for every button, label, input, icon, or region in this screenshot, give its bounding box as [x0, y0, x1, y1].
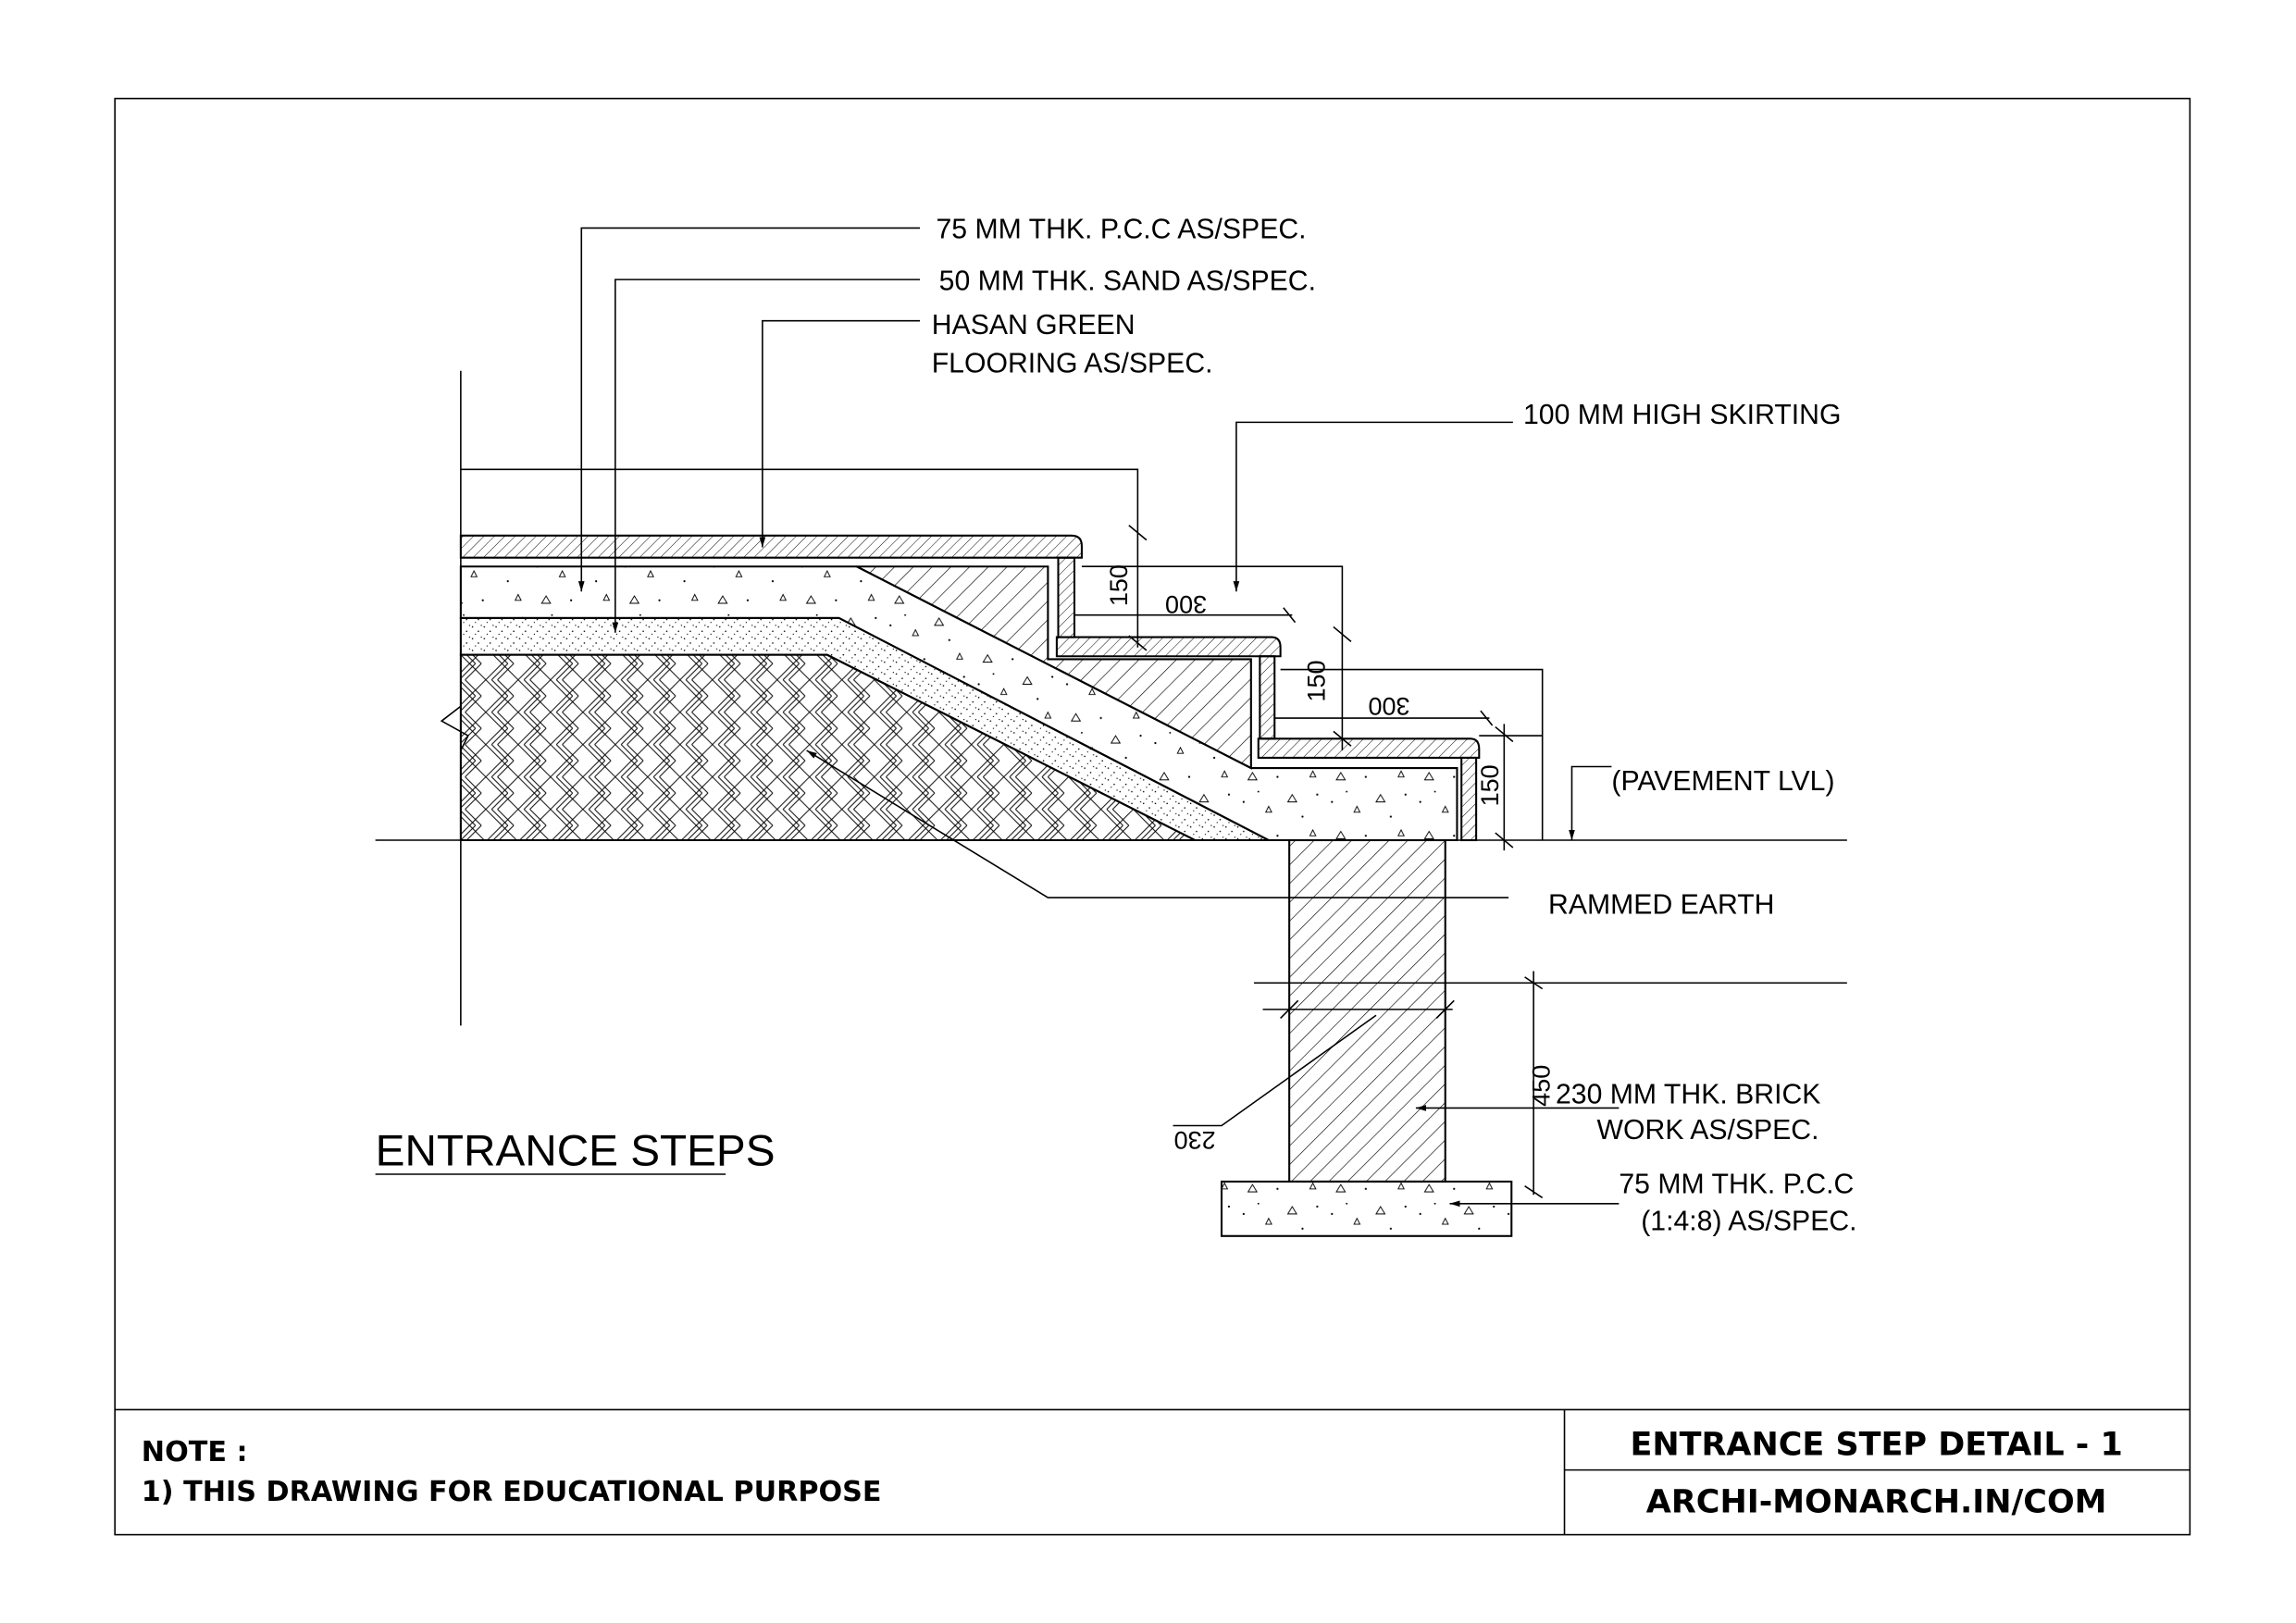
skirting-riser-3: [1460, 756, 1478, 842]
flooring-tread-2: [1257, 737, 1481, 759]
skirting-riser-1: [1057, 556, 1076, 638]
dim-riser-1: 150: [1105, 564, 1133, 606]
dim-wall-thickness: 230: [1174, 1126, 1216, 1154]
dim-foundation-depth: 450: [1528, 1065, 1556, 1107]
website: ARCHI-MONARCH.IN/COM: [1646, 1484, 2107, 1521]
step-outline: [1047, 566, 1458, 769]
label-rammed-earth: RAMMED EARTH: [1548, 890, 1774, 921]
label-flooring-2: FLOORING AS/SPEC.: [932, 348, 1213, 378]
dim-riser-2: 150: [1302, 660, 1330, 701]
flooring-tread-1: [1055, 636, 1282, 658]
note-heading: NOTE :: [142, 1436, 248, 1468]
label-sand: 50 MM THK. SAND AS/SPEC.: [939, 266, 1316, 296]
brick-foundation-wall: [1288, 838, 1446, 1183]
sheet-border: [114, 97, 2191, 1536]
dim-tread-2: 300: [1368, 692, 1409, 720]
dim-riser-3: 150: [1476, 764, 1504, 806]
skirting-riser-2: [1259, 655, 1276, 740]
sheet-title: ENTRANCE STEP DETAIL - 1: [1630, 1427, 2122, 1464]
leader-lines: [577, 227, 1620, 1208]
label-pcc-footing-2: (1:4:8) AS/SPEC.: [1641, 1206, 1856, 1236]
dimension-lines: [460, 468, 1847, 1199]
label-pcc-footing-1: 75 MM THK. P.C.C: [1619, 1170, 1854, 1200]
flooring-landing: [459, 534, 1083, 559]
note-1: 1) THIS DRAWING FOR EDUCATIONAL PURPOSE: [142, 1476, 882, 1508]
label-pavement-level: (PAVEMENT LVL): [1611, 766, 1834, 797]
label-pcc-top: 75 MM THK. P.C.C AS/SPEC.: [937, 215, 1307, 245]
label-flooring-1: HASAN GREEN: [932, 310, 1136, 341]
dim-tread-1: 300: [1165, 590, 1207, 618]
label-brick-2: WORK AS/SPEC.: [1597, 1115, 1819, 1146]
pcc-footing: [1220, 1180, 1513, 1237]
label-skirting: 100 MM HIGH SKIRTING: [1523, 400, 1842, 430]
drawing-title: ENTRANCE STEPS: [376, 1126, 776, 1175]
label-brick-1: 230 MM THK. BRICK: [1556, 1080, 1820, 1110]
